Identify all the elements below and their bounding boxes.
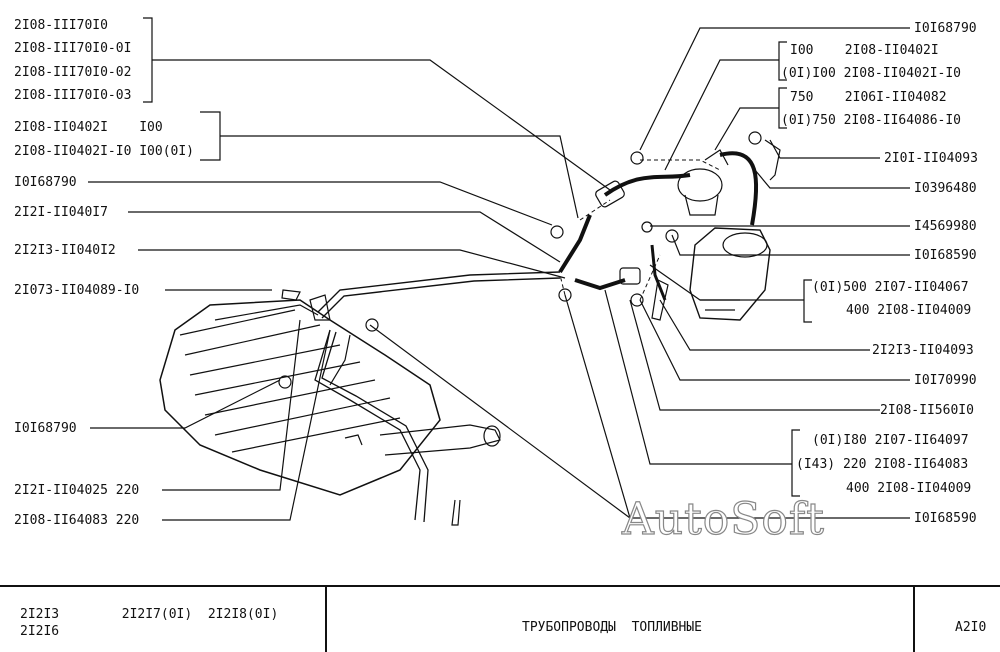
title-cell: ТРУБОПРОВОДЫ ТОПЛИВНЫЕ [327,587,915,652]
label-part-r3: (0I)I00 2I08-II0402I-I0 [781,66,962,81]
label-part-l1: 2I08-III70I0 [14,18,108,33]
label-part-l5: 2I08-II0402I I00 [14,120,163,135]
label-part-r11: 400 2I08-II04009 [846,303,972,318]
autosoft-watermark: AutoSoft [621,493,825,545]
bracket-group-2 [200,111,221,161]
models-line-2: 2I2I6 [20,624,60,639]
label-part-r12: 2I2I3-II04093 [872,343,974,358]
label-part-l10: 2I073-II04089-I0 [14,283,140,298]
label-part-l3: 2I08-III70I0-02 [14,65,132,80]
label-part-r2: I00 2I08-II0402I [790,43,939,58]
bracket-group-6 [791,429,800,497]
drawing-title: ТРУБОПРОВОДЫ ТОПЛИВНЫЕ [522,620,703,635]
title-block: 2I2I3 2I2I7(0I) 2I2I8(0I) 2I2I6 ТРУБОПРО… [0,585,1000,652]
label-part-r10: (0I)500 2I07-II04067 [812,280,969,295]
label-part-r13: I0I70990 [914,373,977,388]
bracket-group-1 [143,17,153,103]
label-part-l11: I0I68790 [14,421,77,436]
label-part-l12: 2I2I-II04025 220 [14,483,140,498]
label-part-r7: I0396480 [914,181,977,196]
label-part-r18: I0I68590 [914,511,977,526]
label-part-r14: 2I08-II560I0 [880,403,974,418]
label-part-r8: I4569980 [914,219,977,234]
label-part-r4: 750 2I06I-II04082 [790,90,947,105]
label-part-l13: 2I08-II64083 220 [14,513,140,528]
code-cell: A2I0 [915,587,1000,652]
label-part-l9: 2I2I3-II040I2 [14,243,116,258]
drawing-code: A2I0 [955,620,987,635]
label-part-r9: I0I68590 [914,248,977,263]
bracket-group-5 [803,279,812,323]
models-cell: 2I2I3 2I2I7(0I) 2I2I8(0I) 2I2I6 [0,587,327,652]
label-part-r15: (0I)I80 2I07-II64097 [812,433,969,448]
fuel-lines-diagram [88,17,910,526]
label-part-l8: 2I2I-II040I7 [14,205,108,220]
label-part-l2: 2I08-III70I0-0I [14,41,132,56]
label-part-l7: I0I68790 [14,175,77,190]
label-part-r17: 400 2I08-II04009 [846,481,972,496]
models-line-1: 2I2I3 2I2I7(0I) 2I2I8(0I) [20,607,279,622]
bracket-group-3 [778,41,787,81]
label-part-l4: 2I08-III70I0-03 [14,88,132,103]
label-part-r5: (0I)750 2I08-II64086-I0 [781,113,962,128]
label-part-r16: (I43) 220 2I08-II64083 [796,457,969,472]
label-part-r6: 2I0I-II04093 [884,151,978,166]
label-part-l6: 2I08-II0402I-I0 I00(0I) [14,144,195,159]
label-part-r1: I0I68790 [914,21,977,36]
